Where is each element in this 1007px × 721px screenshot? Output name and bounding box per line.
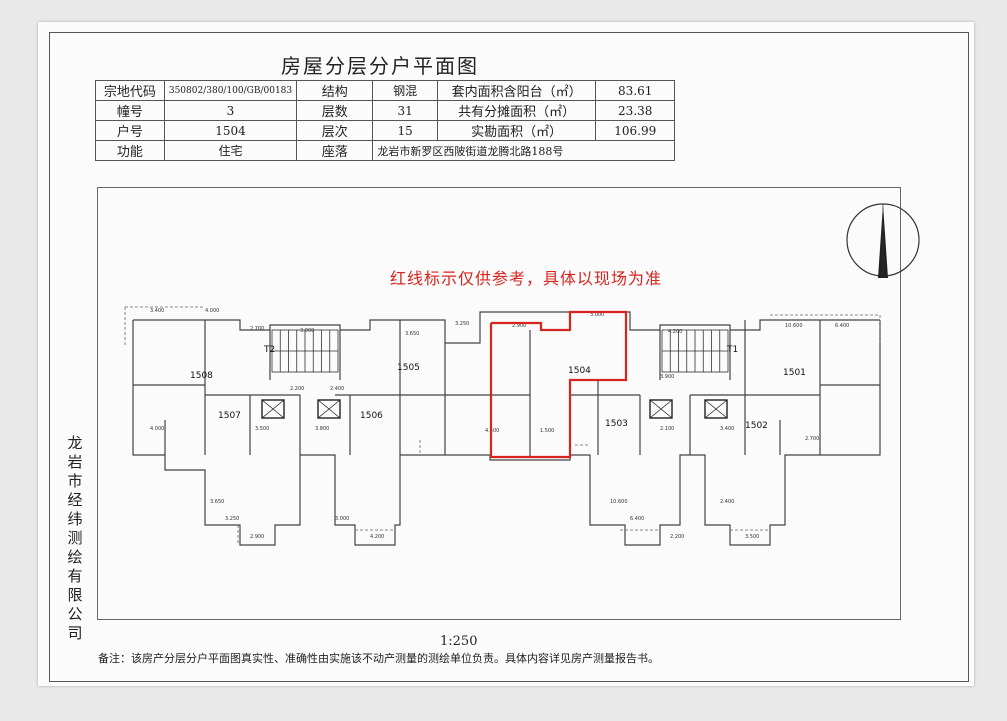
red-outline-unit-1504 (489, 310, 628, 459)
dimension-label: 3.800 (315, 426, 329, 432)
unit-label: 1501 (783, 368, 806, 378)
stair-hatching (271, 329, 729, 373)
unit-label: 1507 (218, 411, 241, 421)
dimension-labels: 3.400 4.000 2.700 3.900 3.650 3.250 2.900 3.000… (150, 308, 849, 540)
stair-label: T2 (263, 345, 275, 355)
drawing-title: 房屋分层分户平面图 (281, 54, 479, 78)
dimension-label: 3.900 (300, 328, 314, 334)
elevator-shafts (261, 399, 728, 419)
balcony-lines (124, 306, 881, 545)
dimension-label: 6.400 (630, 516, 644, 522)
zuoluo-value: 龙岩市新罗区西陂街道龙腾北路188号 (372, 140, 675, 161)
dimension-label: 3.900 (660, 374, 674, 380)
dimension-label: 3.000 (590, 312, 604, 318)
gongyou-value: 23.38 (595, 100, 675, 121)
dimension-label: 4.200 (668, 329, 682, 335)
dimension-label: 2.100 (660, 426, 674, 432)
dimension-label: 2.200 (290, 386, 304, 392)
jiegou-value: 钢混 (372, 80, 438, 101)
dimension-label: 3.650 (210, 499, 224, 505)
red-line-notice: 红线标示仅供参考，具体以现场为准 (390, 269, 663, 288)
dimension-label: 3.000 (335, 516, 349, 522)
dimension-label: 4.200 (370, 534, 384, 540)
dimension-label: 4.500 (485, 428, 499, 434)
dimension-label: 4.000 (150, 426, 164, 432)
unit-label: 1505 (397, 363, 420, 373)
dimension-label: 2.900 (512, 323, 526, 329)
dimension-label: 6.400 (835, 323, 849, 329)
unit-label: 1504 (568, 366, 591, 376)
unit-label: 1503 (605, 419, 628, 429)
dimension-label: 1.500 (540, 428, 554, 434)
zuoluo-label: 座落 (296, 140, 374, 161)
dimension-label: 3.250 (225, 516, 239, 522)
dimension-label: 2.200 (670, 534, 684, 540)
dimension-label: 10.600 (785, 323, 803, 329)
dimension-label: 2.400 (720, 499, 734, 505)
gongneng-label: 功能 (95, 140, 165, 161)
scale-label: 1:250 (440, 634, 478, 649)
cengci-value: 15 (372, 120, 438, 141)
shikan-label: 实勘面积（㎡） (436, 120, 597, 141)
unit-labels: 1508 1507 1506 1505 1504 1503 1502 1501 T2 T1 (190, 345, 806, 431)
dimension-label: 2.700 (250, 326, 264, 332)
dimension-label: 4.000 (205, 308, 219, 314)
gongneng-value: 住宅 (163, 140, 298, 161)
dimension-label: 3.400 (150, 308, 164, 314)
plan-walls (132, 311, 881, 546)
dimension-label: 3.500 (745, 534, 759, 540)
north-arrow-icon (846, 203, 920, 278)
taonei-label: 套内面积含阳台（㎡） (436, 80, 597, 101)
dimension-label: 3.500 (255, 426, 269, 432)
drawing-frame (49, 32, 969, 682)
unit-label: 1506 (360, 411, 383, 421)
dimension-label: 3.650 (405, 331, 419, 337)
dimension-label: 2.400 (330, 386, 344, 392)
remark-text: 备注：该房产分层分户平面图真实性、准确性由实施该不动产测量的测绘单位负责。具体内… (98, 652, 659, 665)
dimension-label: 3.250 (455, 321, 469, 327)
company-name: 龙岩市经纬测绘有限公司 (67, 434, 83, 642)
stair-label: T1 (726, 345, 738, 355)
cengci-label: 层次 (296, 120, 374, 141)
dimension-label: 2.900 (250, 534, 264, 540)
info-table: 宗地代码 350802/380/100/GB/00183 结构 钢混 套内面积含… (95, 80, 675, 161)
dimension-label: 10.600 (610, 499, 628, 505)
dimension-label: 3.400 (720, 426, 734, 432)
floor-plan-box (97, 187, 901, 620)
dimension-label: 2.700 (805, 436, 819, 442)
zongdi-label: 宗地代码 (95, 80, 165, 101)
unit-label: 1508 (190, 371, 213, 381)
unit-label: 1502 (745, 421, 768, 431)
